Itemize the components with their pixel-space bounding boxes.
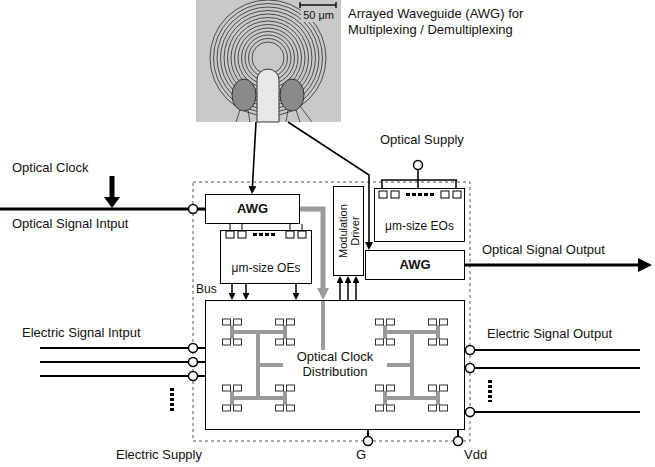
signal-name: Optical Clock (12, 160, 89, 176)
micrograph: 50 μm (196, 0, 341, 122)
clock-arrow (110, 176, 115, 198)
oe-dots (253, 233, 275, 236)
oe-elements (226, 231, 306, 238)
arrow-connector (231, 284, 233, 293)
arrow-connector (245, 284, 247, 293)
signal-name: Electric Supply (116, 447, 202, 463)
box-label: Modulation Driver (337, 196, 361, 266)
pin-name: Vdd (464, 447, 487, 463)
arrow-connector (252, 122, 256, 186)
clock-tree (232, 300, 438, 405)
signal-name: Electric Signal Output (487, 326, 612, 342)
scale-bar (300, 2, 336, 8)
driver-box: Modulation Driver (333, 186, 364, 276)
box-label: μm-size OEs (232, 262, 301, 276)
star-coupler (232, 79, 256, 111)
box-label: Optical Clock Distribution (283, 350, 387, 380)
scale-bar-label: 50 μm (301, 9, 336, 22)
clock-arrowhead (104, 197, 120, 208)
clock-receivers (223, 319, 448, 411)
electric-wires (40, 348, 640, 437)
box-label: AWG (237, 202, 268, 217)
supply-feed (381, 170, 457, 189)
port-circle (189, 205, 198, 214)
signal-name: Optical Supply (380, 132, 464, 148)
eo-elements (379, 191, 461, 198)
box-label: μm-size EOs (385, 220, 454, 234)
arrow-connector (295, 284, 297, 293)
micrograph-ground (196, 0, 341, 122)
bus-label: Bus (196, 282, 217, 296)
arrow-connector (355, 283, 357, 300)
arrow-connector (339, 283, 341, 300)
arrow-connector (347, 283, 349, 300)
eo-dots (406, 193, 434, 196)
output-arrowhead (638, 258, 652, 272)
oe-array-box: μm-size OEs (220, 230, 312, 284)
eo-array-box: μm-size EOs (374, 188, 465, 242)
chip-box: Optical Clock Distribution (205, 300, 465, 430)
ellipsis-mark (488, 380, 492, 402)
notch (257, 69, 279, 122)
pin-name: G (356, 447, 366, 463)
awg-box: AWG (365, 250, 465, 280)
awg-box: AWG (205, 194, 300, 224)
caption-text: Arrayed Waveguide (AWG) for Multiplexing… (348, 6, 588, 37)
optical-fiber (0, 208, 205, 211)
signal-name: Optical Signal Intput (12, 216, 128, 232)
ellipsis-mark (170, 388, 174, 412)
module-boundary (193, 182, 470, 441)
box-label: AWG (399, 258, 430, 273)
io-waveguides (236, 106, 312, 122)
signal-name: Electric Signal Intput (22, 325, 141, 341)
optical-fiber (465, 264, 640, 267)
signal-name: Optical Signal Output (482, 242, 605, 258)
port-circle (414, 161, 423, 170)
